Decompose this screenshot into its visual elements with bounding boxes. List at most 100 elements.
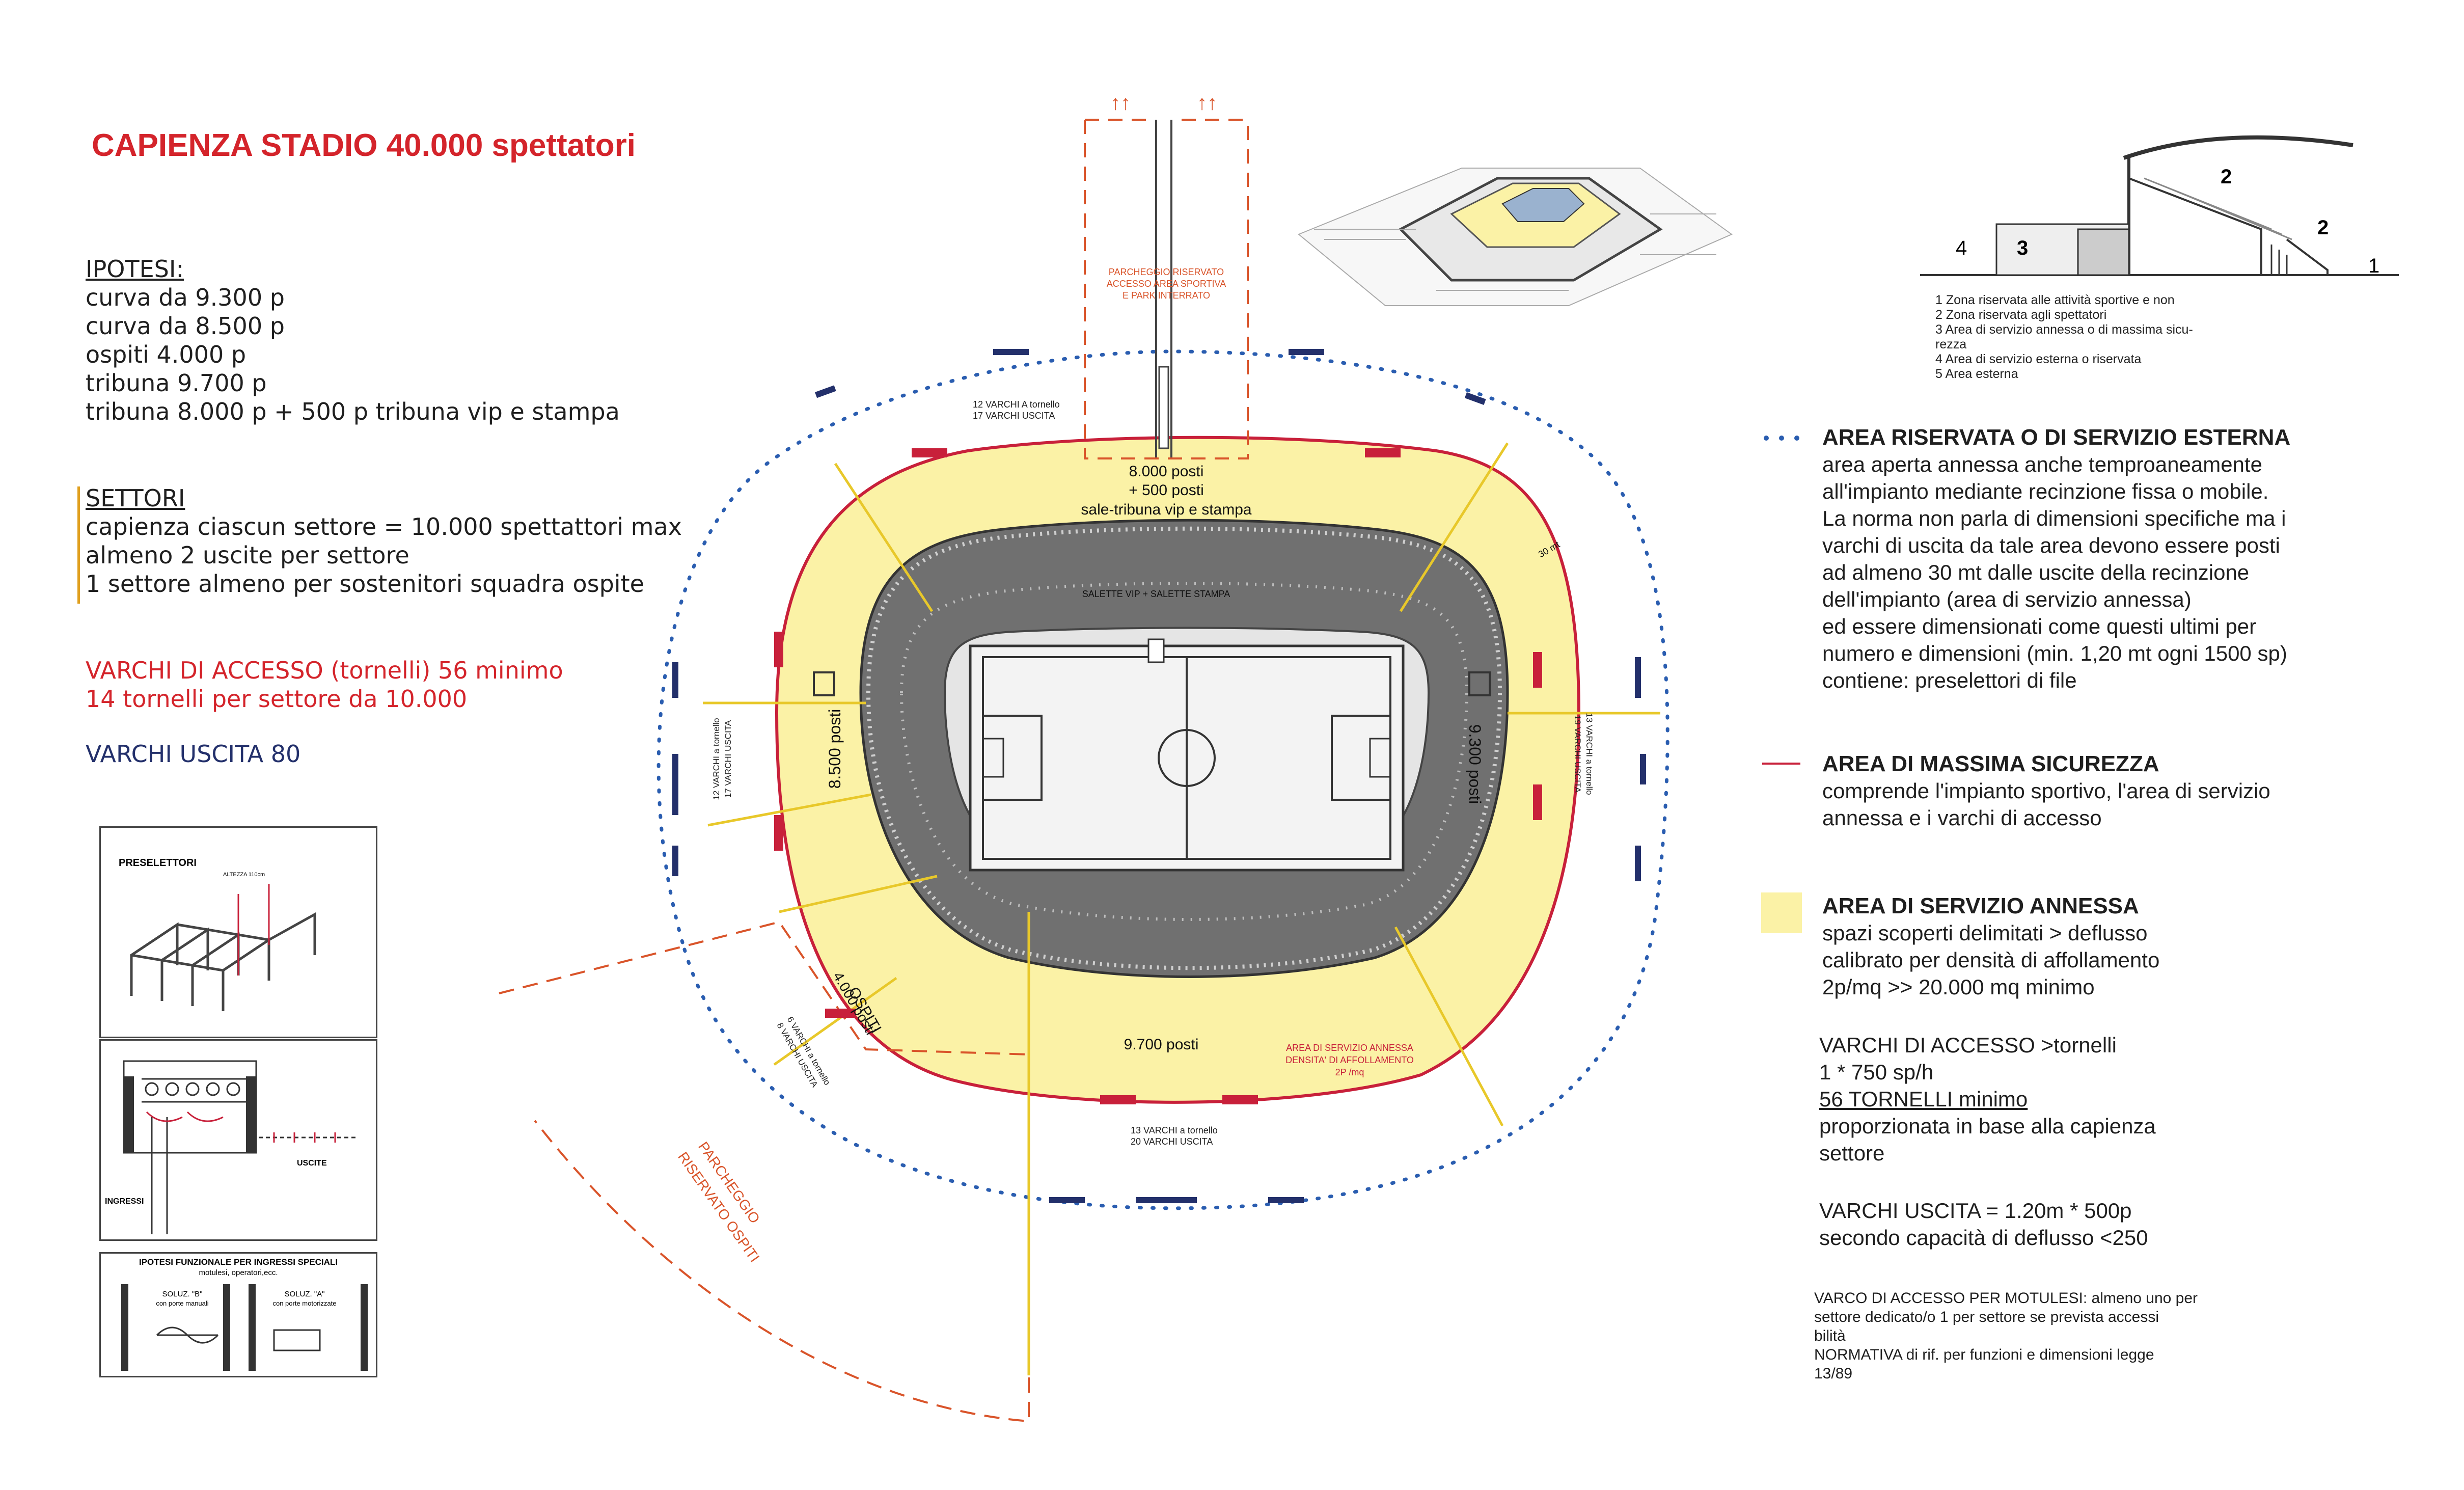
area-servizio-label: 2P /mq <box>1335 1067 1364 1077</box>
north-gates-label: 17 VARCHI USCITA <box>973 411 1055 421</box>
legend-esterna-line: all'impianto mediante recinzione fissa o… <box>1822 479 2269 503</box>
section-number: 3 <box>2017 237 2028 259</box>
settori-marker <box>77 486 80 604</box>
ipotesi-speciali-title: IPOTESI FUNZIONALE PER INGRESSI SPECIALI <box>139 1257 338 1267</box>
section-number: 2 <box>2317 216 2329 239</box>
varchi-uscita: VARCHI USCITA 80 <box>86 740 301 768</box>
tribuna-north-seats: + 500 posti <box>1129 482 1204 499</box>
zone-item: 5 Area esterna <box>1935 367 2018 381</box>
sector-boundaries <box>703 442 1660 1375</box>
legend-sicurezza-line: annessa e i varchi di accesso <box>1822 806 2102 830</box>
centre-circle <box>1158 729 1216 787</box>
legend-annessa-line: 2p/mq >> 20.000 mq minimo <box>1822 975 2095 999</box>
legend-note-line: NORMATIVA di rif. per funzioni e dimensi… <box>1814 1346 2154 1363</box>
south-seats: 9.700 posti <box>1124 1036 1199 1053</box>
legend-sicurezza: AREA DI MASSIMA SICUREZZA comprende l'im… <box>1822 750 2270 831</box>
legend-annessa-line: spazi scoperti delimitati > deflusso <box>1822 921 2148 945</box>
legend-esterna-line: ad almeno 30 mt dalle uscite della recin… <box>1822 560 2250 584</box>
ipotesi-heading: IPOTESI: <box>86 255 184 283</box>
zone-item: 3 Area di servizio annessa o di massima … <box>1935 322 2193 337</box>
settori-line: almeno 2 uscite per settore <box>86 541 409 569</box>
inset-ingressi-speciali: IPOTESI FUNZIONALE PER INGRESSI SPECIALI… <box>99 1252 377 1377</box>
goal-area-east <box>1369 738 1391 778</box>
legend-esterna-line: contiene: preselettori di file <box>1822 668 2077 692</box>
service-kiosk <box>813 671 835 696</box>
ingressi-speciali-drawing: IPOTESI FUNZIONALE PER INGRESSI SPECIALI… <box>121 1257 368 1371</box>
zone-item: rezza <box>1935 337 1967 351</box>
legend-note-line: bilità <box>1814 1328 1846 1344</box>
legend-note: VARCO DI ACCESSO PER MOTULESI: almeno un… <box>1814 1289 2198 1383</box>
legend-esterna-line: La norma non parla di dimensioni specifi… <box>1822 506 2286 530</box>
legend-esterna-line: numero e dimensioni (min. 1,20 mt ogni 1… <box>1822 641 2287 665</box>
parcheggio-riservato-label: E PARK INTERRATO <box>1123 290 1210 301</box>
access-road <box>1155 120 1172 458</box>
goal-area-west <box>982 738 1004 778</box>
section-drawing: 2 2 1 3 4 <box>1920 135 2399 277</box>
varchi-accesso-block: VARCHI DI ACCESSO (tornelli) 56 minimo 1… <box>86 656 563 713</box>
tribuna-north-seats: sale-tribuna vip e stampa <box>1081 501 1251 518</box>
ipotesi-line: tribuna 9.700 p <box>86 369 267 397</box>
turnstile-marks <box>774 448 1542 1104</box>
settori-line: capienza ciascun settore = 10.000 spetta… <box>86 513 682 540</box>
legend-annessa-line: calibrato per densità di affollamento <box>1822 948 2160 972</box>
legend-esterna-line: dell'impianto (area di servizio annessa) <box>1822 587 2192 611</box>
ipotesi-block: IPOTESI: curva da 9.300 p curva da 8.500… <box>86 255 620 426</box>
legend-uscita-line: secondo capacità di deflusso <250 <box>1819 1226 2148 1250</box>
section-number: 4 <box>1956 237 1967 259</box>
legend-annessa: AREA DI SERVIZIO ANNESSA spazi scoperti … <box>1822 892 2159 1000</box>
legend-sicurezza-symbol <box>1762 763 1800 765</box>
legend-esterna-line: area aperta annessa anche temproaneament… <box>1822 452 2262 476</box>
ipotesi-line: curva da 9.300 p <box>86 284 285 311</box>
legend-annessa-title: AREA DI SERVIZIO ANNESSA <box>1822 893 2139 918</box>
parcheggio-riservato-outline <box>1084 119 1249 459</box>
legend-esterna-symbol <box>1764 436 1799 441</box>
ingressi-drawing: INGRESSI USCITE <box>105 1060 355 1234</box>
south-gates-label: 13 VARCHI a tornello <box>1131 1125 1218 1135</box>
ingressi-label: INGRESSI <box>105 1197 144 1206</box>
area-servizio-label: AREA DI SERVIZIO ANNESSA <box>1286 1043 1413 1053</box>
section-number: 1 <box>2368 255 2379 277</box>
preselettori-sub: ALTEZZA 110cm <box>223 872 265 878</box>
inset-ingressi: INGRESSI USCITE <box>99 1039 377 1241</box>
zone-item: 4 Area di servizio esterna o riservata <box>1935 352 2142 366</box>
parcheggio-ospiti-outline <box>499 920 1030 1423</box>
legend-note-line: VARCO DI ACCESSO PER MOTULESI: almeno un… <box>1814 1290 2198 1307</box>
stands-rows-inner <box>899 582 1469 921</box>
zone-item: 1 Zona riservata alle attività sportive … <box>1935 293 2175 307</box>
varchi-accesso-line1: VARCHI DI ACCESSO (tornelli) 56 minimo <box>86 657 563 684</box>
legend-proporz-line: proporzionata in base alla capienza <box>1819 1114 2156 1138</box>
legend-esterna: AREA RISERVATA O DI SERVIZIO ESTERNA are… <box>1822 424 2290 694</box>
legend-annessa-swatch <box>1761 892 1802 933</box>
uscite-label: USCITE <box>297 1159 327 1168</box>
legend-esterna-line: varchi di uscita da tale area devono ess… <box>1822 533 2280 557</box>
ipotesi-line: curva da 8.500 p <box>86 312 285 340</box>
legend-uscita-line: VARCHI USCITA = 1.20m * 500p <box>1819 1199 2132 1223</box>
legend-tornelli-min: 56 TORNELLI minimo <box>1819 1087 2028 1111</box>
west-gates-label: 12 VARCHI a tornello <box>711 718 721 800</box>
varchi-accesso-line2: 14 tornelli per settore da 10.000 <box>86 685 468 713</box>
legend-sicurezza-line: comprende l'impianto sportivo, l'area di… <box>1822 779 2270 803</box>
preselettori-label: PRESELETTORI <box>119 857 197 869</box>
zone-list: 1 Zona riservata alle attività sportive … <box>1935 293 2193 382</box>
section-number: 2 <box>2221 166 2232 188</box>
area-esterna-boundary <box>656 349 1669 1210</box>
ipotesi-line: tribuna 8.000 p + 500 p tribuna vip e st… <box>86 398 620 425</box>
settori-line: 1 settore almeno per sostenitori squadra… <box>86 570 644 598</box>
parcheggio-riservato-label: PARCHEGGIO RISERVATO <box>1109 267 1224 277</box>
legend-note-line: 13/89 <box>1814 1365 1853 1382</box>
soluz-a-sub: con porte motorizzate <box>272 1299 336 1307</box>
legend-esterna-line: ed essere dimensionati come questi ultim… <box>1822 614 2257 638</box>
legend-note-line: settore dedicato/o 1 per settore se prev… <box>1814 1309 2159 1325</box>
legend-varchi-line: VARCHI DI ACCESSO >tornelli <box>1819 1033 2117 1057</box>
soluz-a-label: SOLUZ. "A" <box>285 1290 325 1298</box>
service-kiosk <box>1468 671 1491 696</box>
area-servizio-label: DENSITA' DI AFFOLLAMENTO <box>1285 1055 1414 1065</box>
legend-varchi-line: 1 * 750 sp/h <box>1819 1060 1934 1084</box>
access-ramp <box>1158 366 1169 449</box>
legend-esterna-title: AREA RISERVATA O DI SERVIZIO ESTERNA <box>1822 425 2291 450</box>
west-gates-label: 17 VARCHI USCITA <box>723 720 733 798</box>
legend-sicurezza-title: AREA DI MASSIMA SICUREZZA <box>1822 751 2159 776</box>
zone-item: 2 Zona riservata agli spettatori <box>1935 308 2107 322</box>
arrow-up-icon: ↑↑ <box>1197 92 1217 114</box>
